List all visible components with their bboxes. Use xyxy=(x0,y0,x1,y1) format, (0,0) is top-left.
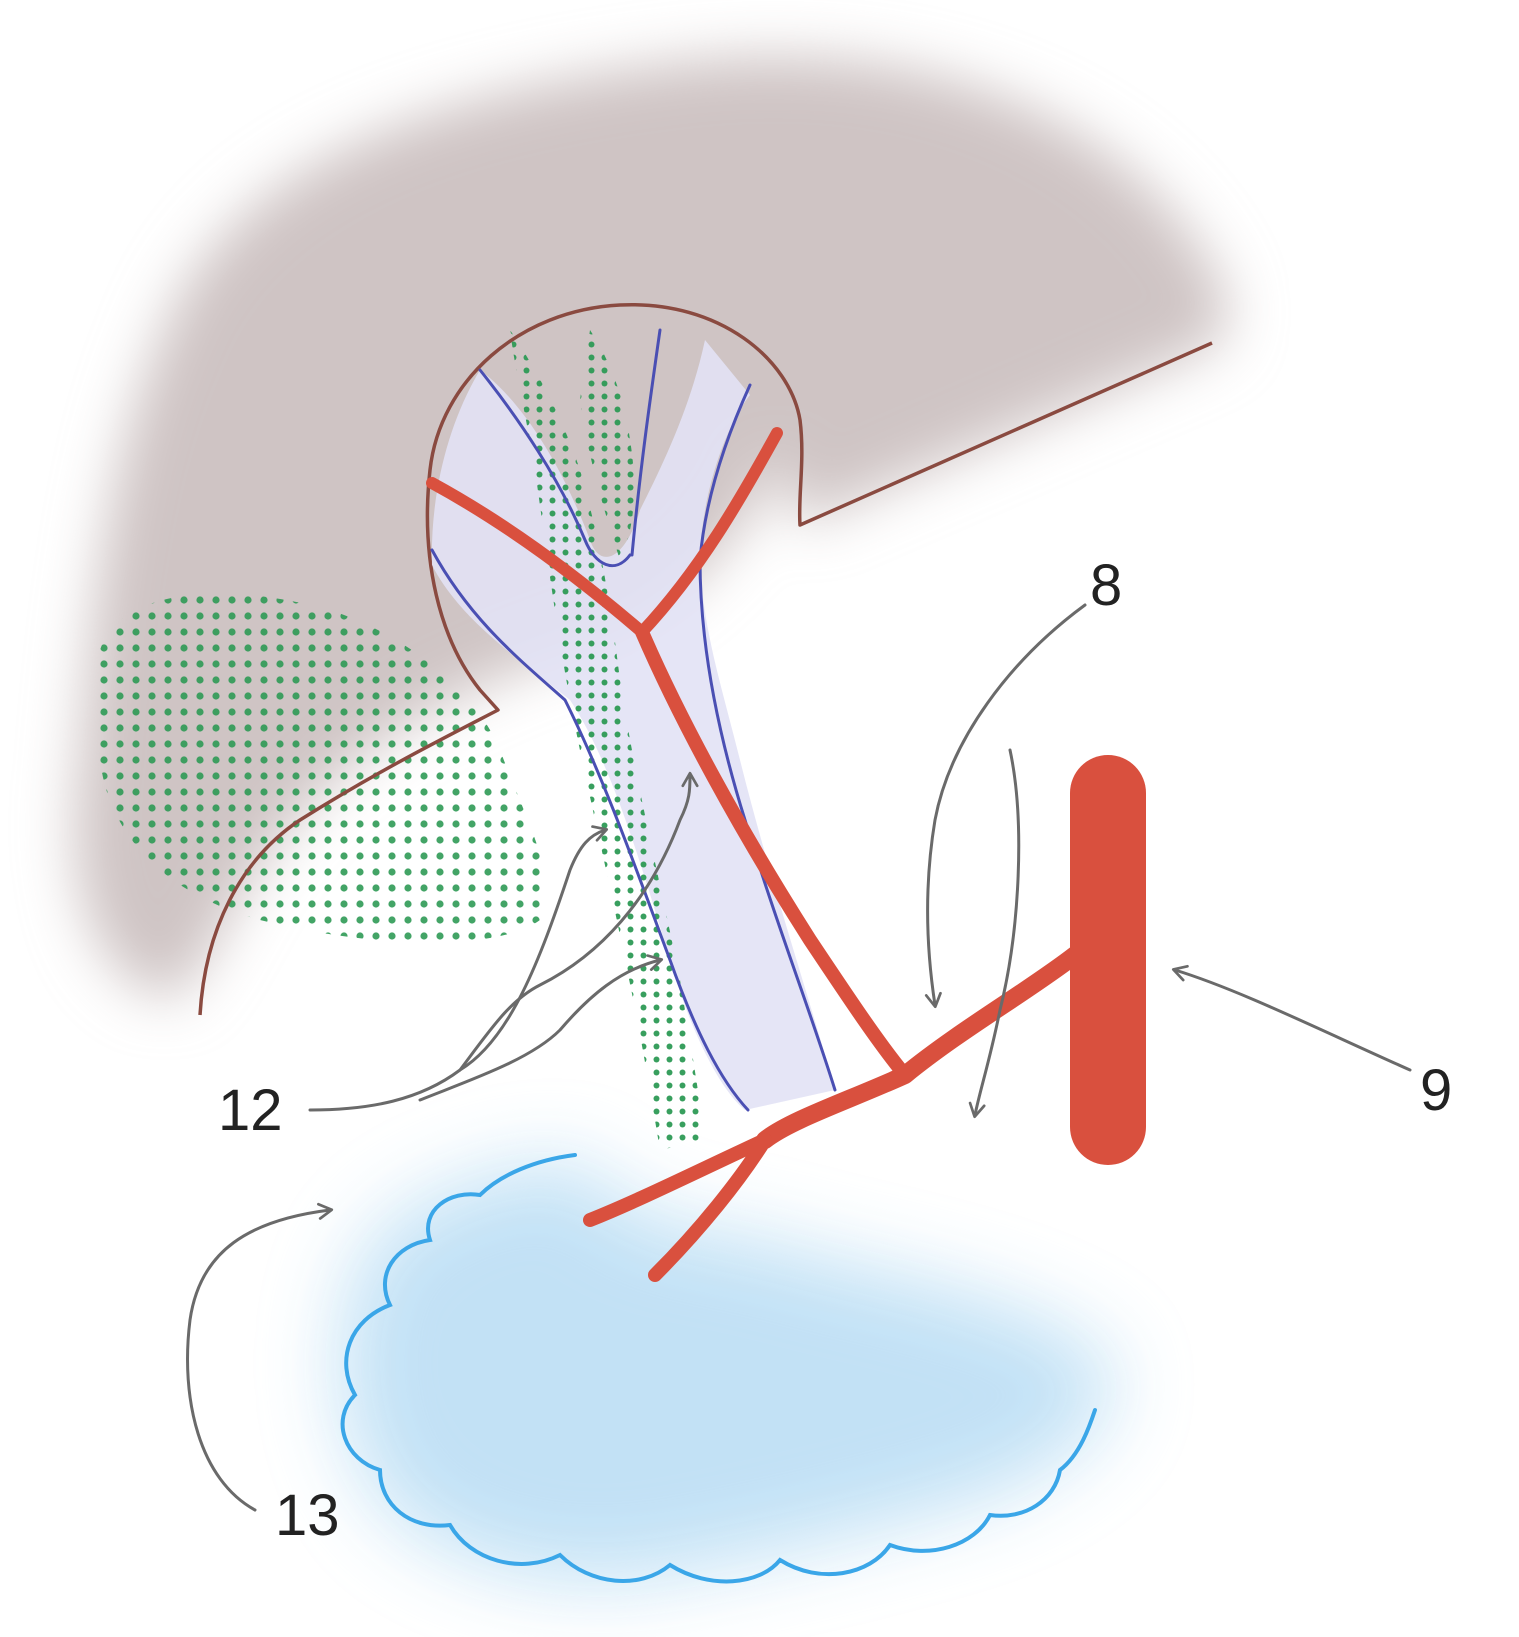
duct-line-inner-right xyxy=(630,328,662,557)
dotted-region-left xyxy=(100,593,547,943)
duct-channel xyxy=(431,340,835,1110)
leader-12-c xyxy=(458,771,699,1072)
leader-8-a xyxy=(924,603,1087,1009)
label-13: 13 xyxy=(275,1483,340,1548)
cloud-fill xyxy=(339,1160,1114,1582)
label-12: 12 xyxy=(218,1078,283,1143)
artery-lower-left xyxy=(583,1133,772,1227)
leader-13 xyxy=(186,1202,334,1512)
leader-9 xyxy=(1171,964,1412,1072)
leader-12-b xyxy=(418,954,664,1102)
duct-line-outer-right xyxy=(698,383,837,1092)
leader-8-b xyxy=(968,748,1021,1119)
artery-branch-left xyxy=(426,477,648,638)
dotted-band xyxy=(510,330,705,1150)
artery-lower-right xyxy=(648,1133,772,1282)
vessel-vertical xyxy=(1070,755,1146,1165)
label-8: 8 xyxy=(1090,553,1122,618)
leader-12-a xyxy=(308,825,609,1112)
cloud-outline xyxy=(340,1153,1097,1584)
artery-trunk xyxy=(635,625,912,1082)
artery-branch-right xyxy=(636,427,783,638)
duct-line-outer-left xyxy=(430,548,750,1112)
duct-line-inner-left xyxy=(478,368,632,568)
label-9: 9 xyxy=(1420,1058,1452,1123)
artery-main-branch xyxy=(756,946,1084,1149)
dotted-band-upper xyxy=(580,330,635,560)
